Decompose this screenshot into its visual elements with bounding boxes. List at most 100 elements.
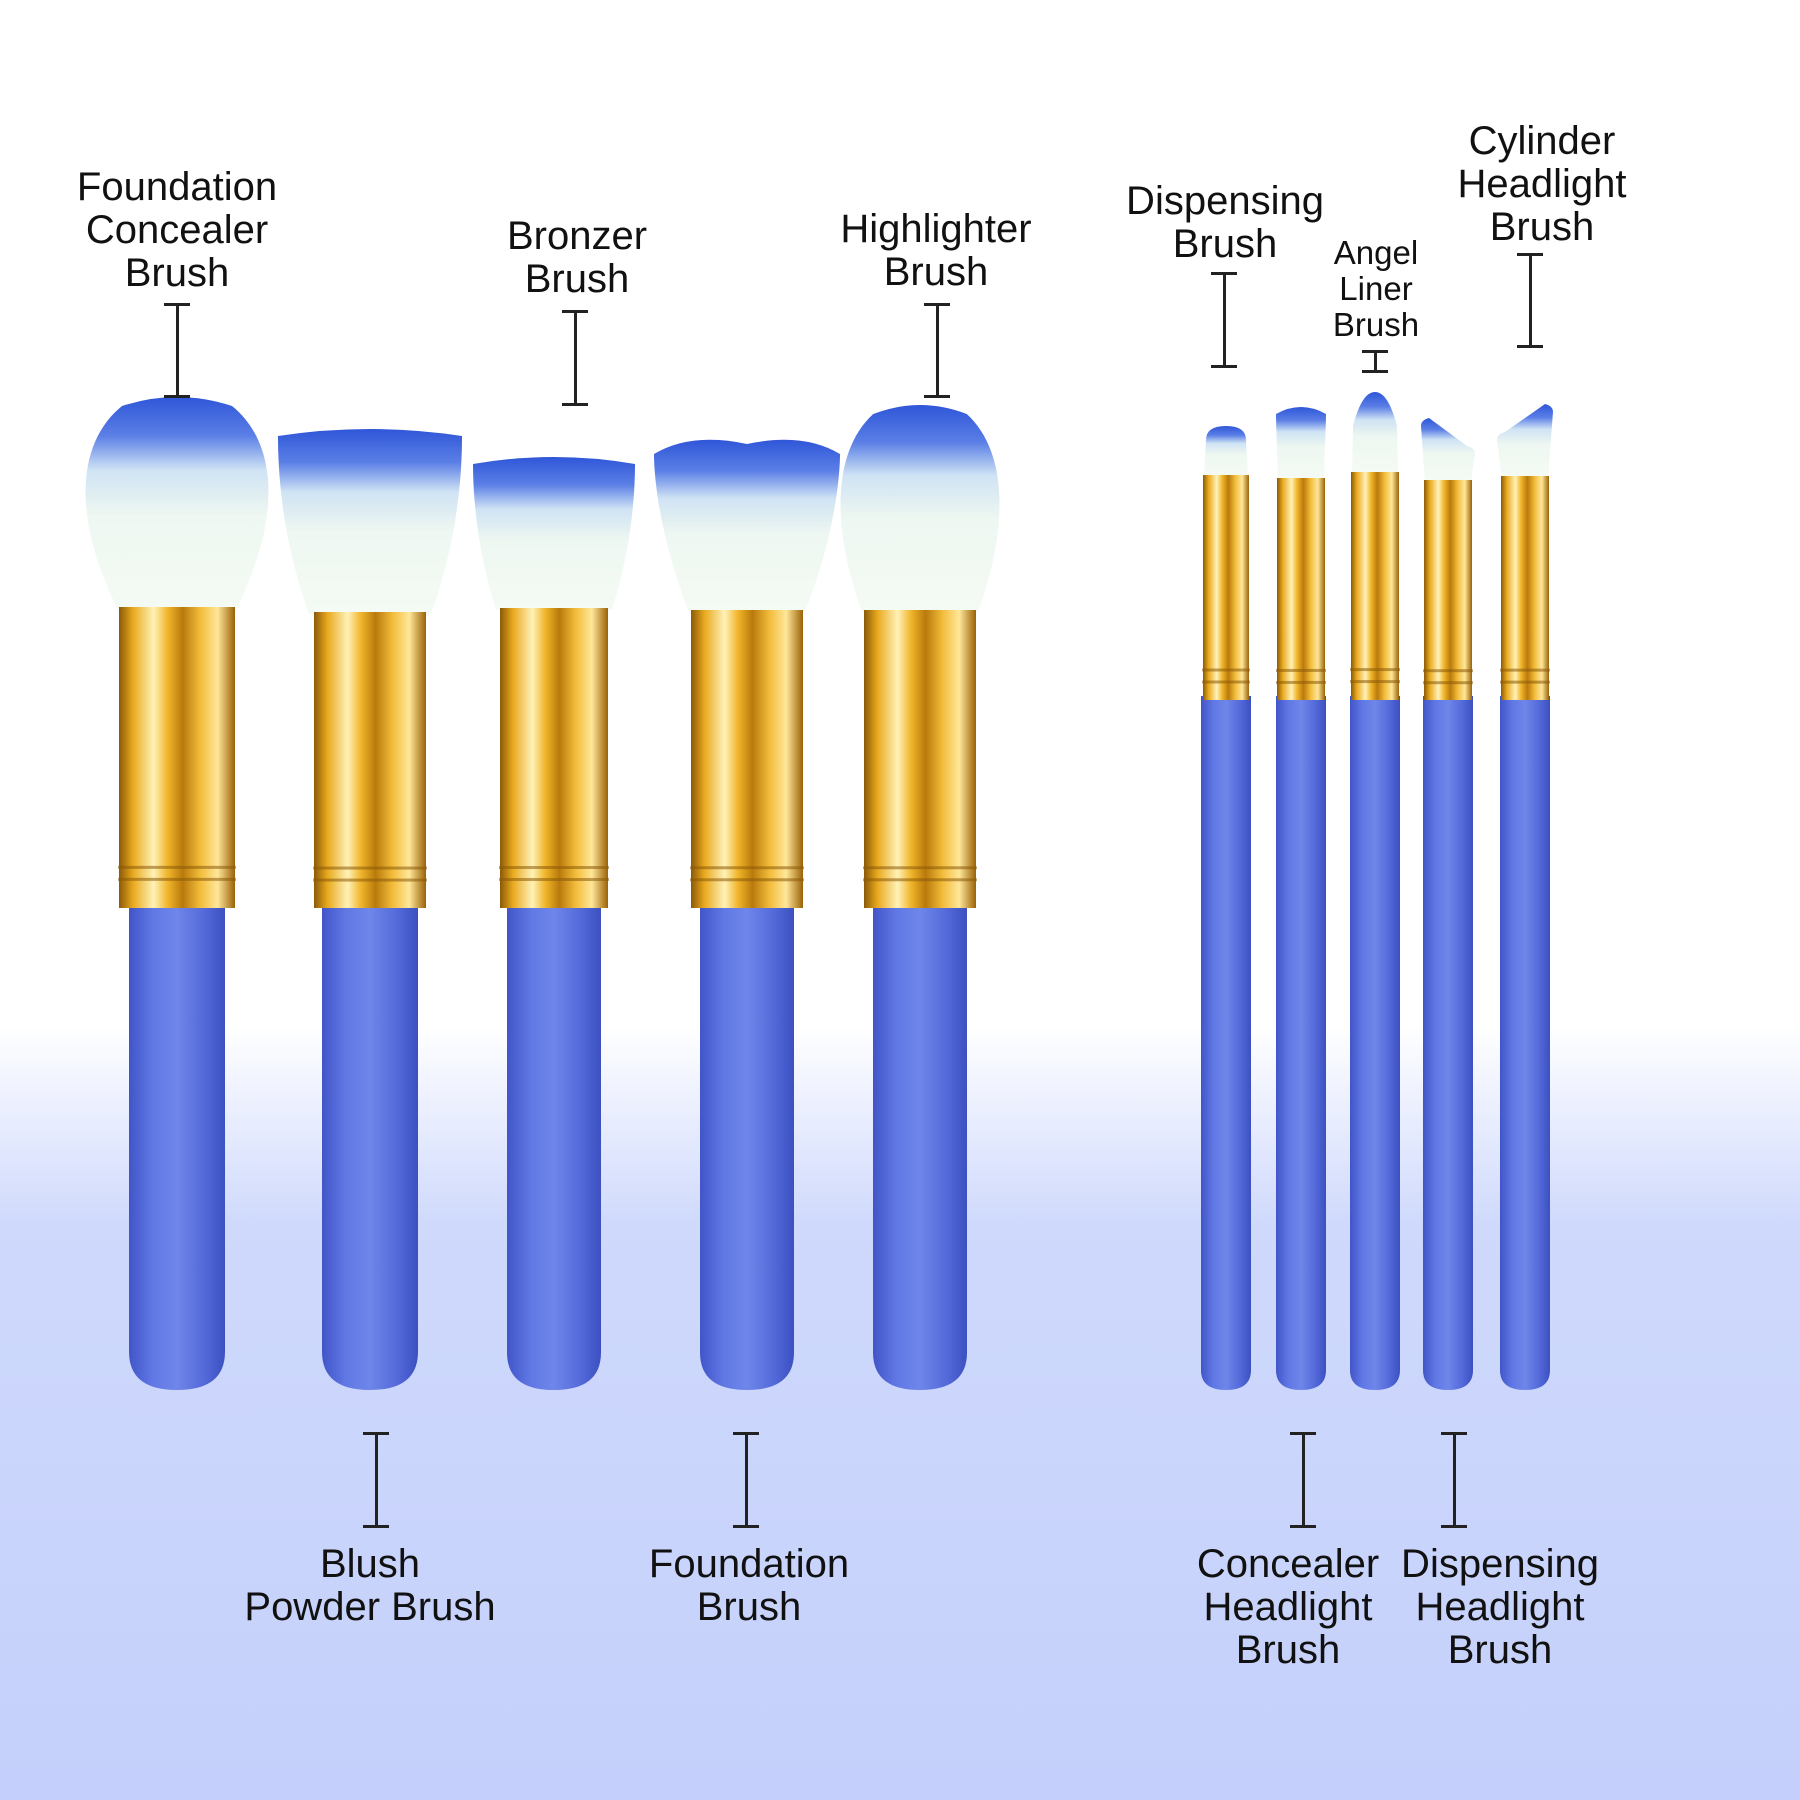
- leader-marker-foundation: [733, 1432, 759, 1528]
- label-line: Concealer: [1196, 1542, 1380, 1586]
- brush-ferrule: [691, 610, 803, 908]
- label-line: Brush: [1235, 1628, 1341, 1672]
- brush-handle: [1350, 696, 1400, 1390]
- brush-bristles: [85, 397, 269, 612]
- ferrule-ring: [313, 866, 427, 870]
- leader-marker-bronzer: [562, 310, 588, 406]
- brush-ferrule: [119, 607, 235, 908]
- label-line: Brush: [1447, 1628, 1553, 1672]
- ferrule-ring: [690, 866, 804, 870]
- brush-ferrule: [1501, 476, 1549, 700]
- label-line: Angel: [1333, 234, 1419, 271]
- ferrule-ring: [499, 866, 609, 869]
- brush-bristles: [1276, 407, 1326, 480]
- brush-ferrule: [864, 610, 976, 908]
- label-line: Foundation: [648, 1542, 850, 1586]
- ferrule-ring: [1500, 668, 1550, 672]
- brush-handle: [1500, 696, 1550, 1390]
- label-line: Brush: [696, 1585, 802, 1629]
- label-line: Brush: [124, 251, 230, 295]
- brush-ferrule: [500, 608, 608, 908]
- brush-ferrule: [1424, 480, 1472, 700]
- brush-highlighter: [840, 405, 1000, 1390]
- brush-foundation-concealer: [85, 397, 269, 1390]
- ferrule-ring: [1276, 668, 1326, 672]
- brush-bristles: [278, 429, 462, 614]
- brush-dispensing-headlight: [1421, 418, 1475, 1390]
- label-line: Headlight: [1457, 162, 1627, 206]
- brush-handle: [873, 904, 967, 1390]
- brush-handle: [322, 904, 418, 1390]
- brush-handle: [129, 904, 225, 1390]
- brush-bristles: [840, 405, 1000, 612]
- ferrule-ring: [313, 878, 427, 882]
- label-line: Dispensing: [1126, 179, 1324, 223]
- brush-concealer-headlight: [1276, 407, 1326, 1390]
- ferrule-ring: [118, 865, 236, 869]
- brush-handle: [507, 904, 601, 1390]
- brush-ferrule: [1351, 472, 1399, 700]
- label-line: Powder Brush: [244, 1585, 496, 1629]
- leader-marker-blush-powder: [363, 1432, 389, 1528]
- leader-marker-concealer-headlight: [1290, 1432, 1316, 1528]
- ferrule-ring: [1202, 668, 1250, 672]
- leader-marker-angel-liner: [1362, 350, 1388, 373]
- brush-bronzer: [473, 457, 635, 1390]
- label-line: Liner: [1339, 270, 1413, 307]
- ferrule-ring: [1276, 680, 1326, 684]
- brush-blush-powder: [278, 429, 462, 1390]
- leader-marker-cylinder-headlight: [1517, 253, 1543, 348]
- ferrule-ring: [118, 877, 236, 881]
- brush-bristles: [1421, 418, 1475, 482]
- brush-handle: [1276, 696, 1326, 1390]
- leader-marker-dispensing-headlight: [1441, 1432, 1467, 1528]
- label-line: Blush: [319, 1542, 421, 1586]
- ferrule-ring: [690, 878, 804, 882]
- label-line: Highlighter: [840, 207, 1032, 251]
- brush-dispensing: [1201, 426, 1251, 1390]
- brush-ferrule: [1203, 475, 1249, 700]
- label-line: Brush: [524, 257, 630, 301]
- label-line: Bronzer: [506, 214, 648, 258]
- brush-bristles: [1204, 426, 1248, 477]
- leader-marker-highlighter: [924, 303, 950, 398]
- label-line: Brush: [883, 250, 989, 294]
- ferrule-ring: [1350, 668, 1400, 672]
- ferrule-ring: [1350, 680, 1400, 684]
- brush-bristles: [473, 457, 635, 610]
- label-line: Brush: [1172, 222, 1278, 266]
- ferrule-ring: [1423, 669, 1473, 673]
- brush-ferrule: [1277, 478, 1325, 700]
- ferrule-ring: [863, 878, 977, 882]
- label-line: Cylinder: [1468, 119, 1616, 163]
- label-line: Foundation: [76, 165, 278, 209]
- brush-bristles: [654, 439, 840, 612]
- leader-marker-foundation-concealer: [164, 303, 190, 398]
- brush-handle: [1423, 696, 1473, 1390]
- brush-handle: [1201, 696, 1251, 1390]
- brush-handle: [700, 904, 794, 1390]
- brush-bristles: [1352, 392, 1398, 474]
- brush-cylinder-headlight: [1497, 404, 1553, 1390]
- label-line: Brush: [1332, 306, 1420, 343]
- leader-marker-dispensing: [1211, 272, 1237, 368]
- label-line: Dispensing: [1401, 1542, 1599, 1586]
- label-line: Headlight: [1415, 1585, 1585, 1629]
- ferrule-ring: [499, 878, 609, 881]
- brush-angel-liner: [1350, 392, 1400, 1390]
- ferrule-ring: [1202, 680, 1250, 684]
- brush-ferrule: [314, 612, 426, 908]
- brush-bristles: [1497, 404, 1553, 478]
- label-line: Headlight: [1203, 1585, 1373, 1629]
